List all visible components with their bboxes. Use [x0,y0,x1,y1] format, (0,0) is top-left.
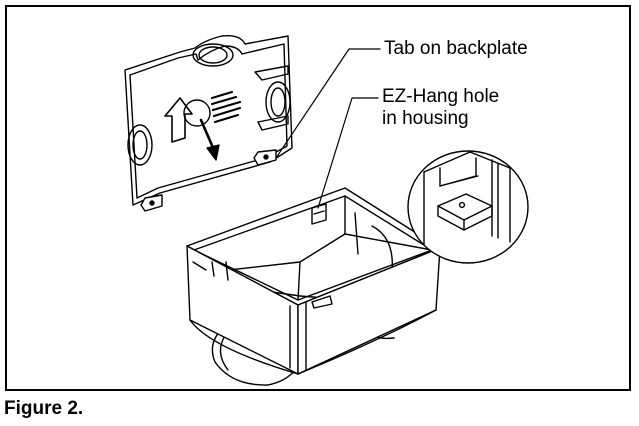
fan-housing [186,187,441,386]
figure-caption: Figure 2. [4,398,84,419]
callout-ez-hang-line2: in housing [382,108,469,129]
leader-line-tab [275,48,381,159]
callout-ez-hang-line1: EZ-Hang hole [382,86,500,107]
detail-inset [407,150,529,264]
backplate [124,34,293,212]
callout-tab-on-backplate: Tab on backplate [384,38,528,59]
leader-line-ez-hang [317,97,379,209]
